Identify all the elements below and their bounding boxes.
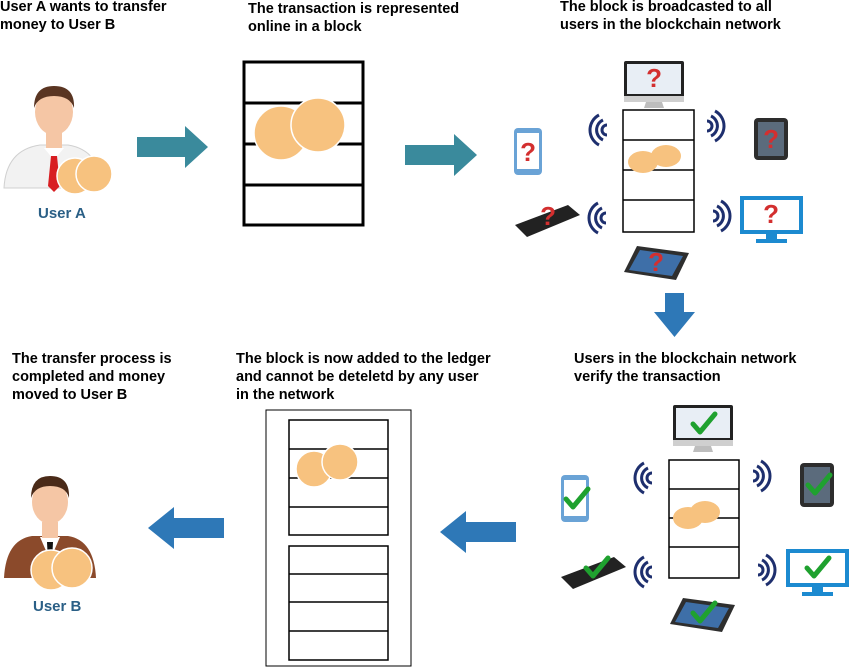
wifi-signal-icon — [751, 459, 772, 493]
verify-block — [668, 459, 740, 579]
user-a-coins — [56, 155, 113, 195]
ledger-block-2 — [288, 545, 389, 661]
wifi-signal-icon — [633, 555, 654, 589]
user-b-coins — [30, 547, 93, 591]
desktop-imac-icon — [673, 405, 733, 452]
user-a-avatar — [3, 86, 103, 192]
wifi-signal-icon — [756, 553, 777, 587]
wifi-signal-icon — [587, 201, 608, 235]
smartphone-flat-icon — [561, 557, 626, 589]
monitor-icon — [786, 549, 849, 596]
user-a-label: User A — [38, 205, 86, 222]
ledger-block-1 — [288, 419, 389, 536]
step3-caption: The block is broadcasted to all users in… — [560, 0, 781, 33]
step2-caption: The transaction is represented online in… — [248, 1, 460, 35]
broadcast-block — [622, 109, 695, 233]
arrow-icon — [405, 134, 477, 176]
block-coins — [253, 97, 346, 161]
step5-caption: The block is now added to the ledger and… — [236, 351, 491, 403]
arrow-icon — [148, 507, 224, 549]
user-b-label: User B — [33, 598, 82, 615]
step6-caption: The transfer process is completed and mo… — [12, 351, 172, 403]
arrow-icon — [440, 511, 516, 553]
desktop-imac-icon — [624, 61, 684, 108]
arrow-icon — [654, 293, 695, 337]
arrow-icon — [137, 126, 208, 168]
wifi-signal-icon — [588, 113, 609, 147]
tablet-dark-icon — [800, 463, 834, 507]
tablet-icon — [670, 598, 735, 632]
tablet-dark-icon — [754, 118, 788, 160]
step1-caption: User A wants to transfer money to User B — [0, 0, 167, 33]
tablet-icon — [624, 246, 689, 280]
wifi-signal-icon — [711, 199, 732, 233]
step4-caption: Users in the blockchain network verify t… — [574, 351, 797, 385]
phone-icon — [561, 475, 589, 522]
phone-icon — [514, 128, 542, 175]
wifi-signal-icon — [705, 109, 726, 143]
wifi-signal-icon — [633, 461, 654, 495]
smartphone-flat-icon — [515, 201, 580, 237]
monitor-icon — [740, 196, 803, 243]
